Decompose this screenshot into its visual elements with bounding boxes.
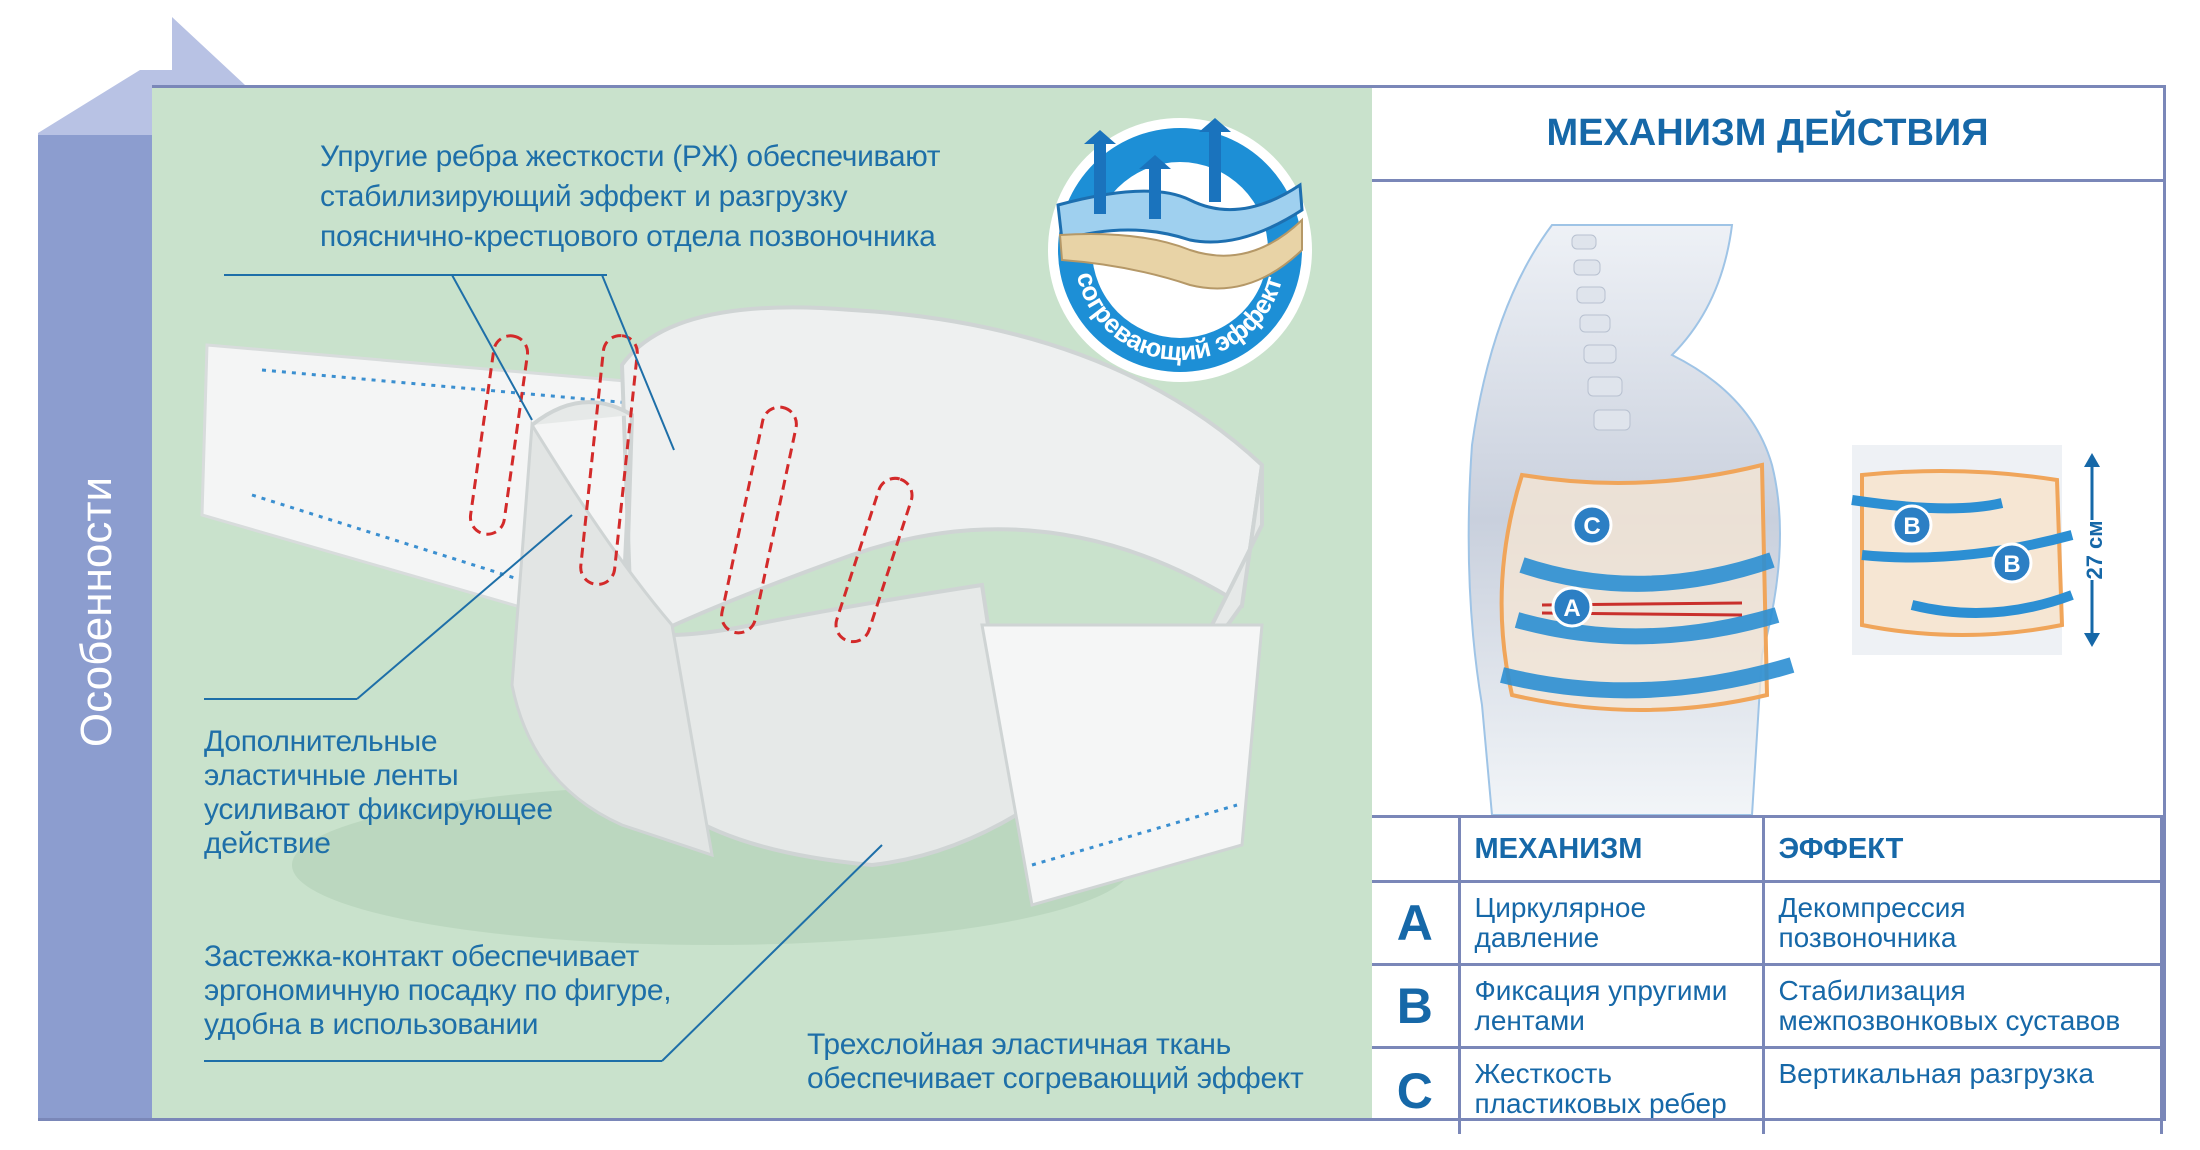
fastener-note-line: Застежка-контакт обеспечивает xyxy=(204,940,639,973)
bottom-divider xyxy=(38,1118,2166,1121)
mechanism-illustration: A C B B 27 см xyxy=(1467,224,2107,815)
row-effect: Стабилизация межпозвонковых суставов xyxy=(1761,963,2163,1049)
bands-note-line: усиливают фиксирующее xyxy=(204,793,553,826)
fastener-note: Застежка-контакт обеспечивает эргономичн… xyxy=(204,940,672,1042)
fastener-note-line: удобна в использовании xyxy=(204,1008,539,1041)
header-empty xyxy=(1372,815,1461,883)
ribs-note-line: пояснично-крестцового отдела позвоночник… xyxy=(320,220,936,253)
sidebar-label: Особенности xyxy=(72,476,121,748)
ribs-note-line: Упругие ребра жесткости (РЖ) обеспечиваю… xyxy=(320,140,941,173)
height-dimension: 27 см xyxy=(2080,453,2107,647)
bands-note-line: действие xyxy=(204,827,331,860)
belt-illustration xyxy=(200,274,1265,1062)
sidebar-bar xyxy=(38,135,152,1120)
table-row: A Циркулярное давление Декомпрессия позв… xyxy=(1372,880,2163,966)
fabric-note-line: Трехслойная эластичная ткань xyxy=(807,1028,1231,1061)
ribs-note-line: стабилизирующий эффект и разгрузку xyxy=(320,180,848,213)
table-header-row: МЕХАНИЗМ ЭФФЕКТ xyxy=(1372,815,2163,883)
fabric-note-line: обеспечивает согревающий эффект xyxy=(807,1062,1304,1095)
marker-c: C xyxy=(1583,513,1600,540)
ribs-note: Упругие ребра жесткости (РЖ) обеспечиваю… xyxy=(320,140,941,254)
marker-a: A xyxy=(1563,595,1580,622)
table-row: B Фиксация упругими лентами Стабилизация… xyxy=(1372,963,2163,1049)
row-letter: B xyxy=(1372,963,1461,1049)
row-mechanism: Фиксация упругими лентами xyxy=(1457,963,1765,1049)
row-effect: Декомпрессия позвоночника xyxy=(1761,880,2163,966)
header-effect: ЭФФЕКТ xyxy=(1761,815,2163,883)
header-mechanism: МЕХАНИЗМ xyxy=(1457,815,1765,883)
bands-note-line: Дополнительные xyxy=(204,725,438,758)
bands-note-line: эластичные ленты xyxy=(204,759,459,792)
row-letter: A xyxy=(1372,880,1461,966)
bands-note: Дополнительные эластичные ленты усиливаю… xyxy=(204,725,553,861)
height-label: 27 см xyxy=(2082,520,2107,579)
small-belt-illustration xyxy=(1851,445,2074,655)
fabric-note: Трехслойная эластичная ткань обеспечивае… xyxy=(807,1028,1304,1096)
mechanism-title: МЕХАНИЗМ ДЕЙСТВИЯ xyxy=(1372,88,2163,182)
marker-b: B xyxy=(2003,551,2020,578)
row-mechanism: Циркулярное давление xyxy=(1457,880,1765,966)
mechanism-panel: МЕХАНИЗМ ДЕЙСТВИЯ A C B B xyxy=(1372,85,2166,1134)
warming-effect-badge: согревающий эффект xyxy=(1048,118,1312,382)
fastener-note-line: эргономичную посадку по фигуре, xyxy=(204,974,672,1007)
mechanism-table: МЕХАНИЗМ ЭФФЕКТ A Циркулярное давление Д… xyxy=(1372,815,2163,1134)
marker-b: B xyxy=(1903,513,1920,540)
